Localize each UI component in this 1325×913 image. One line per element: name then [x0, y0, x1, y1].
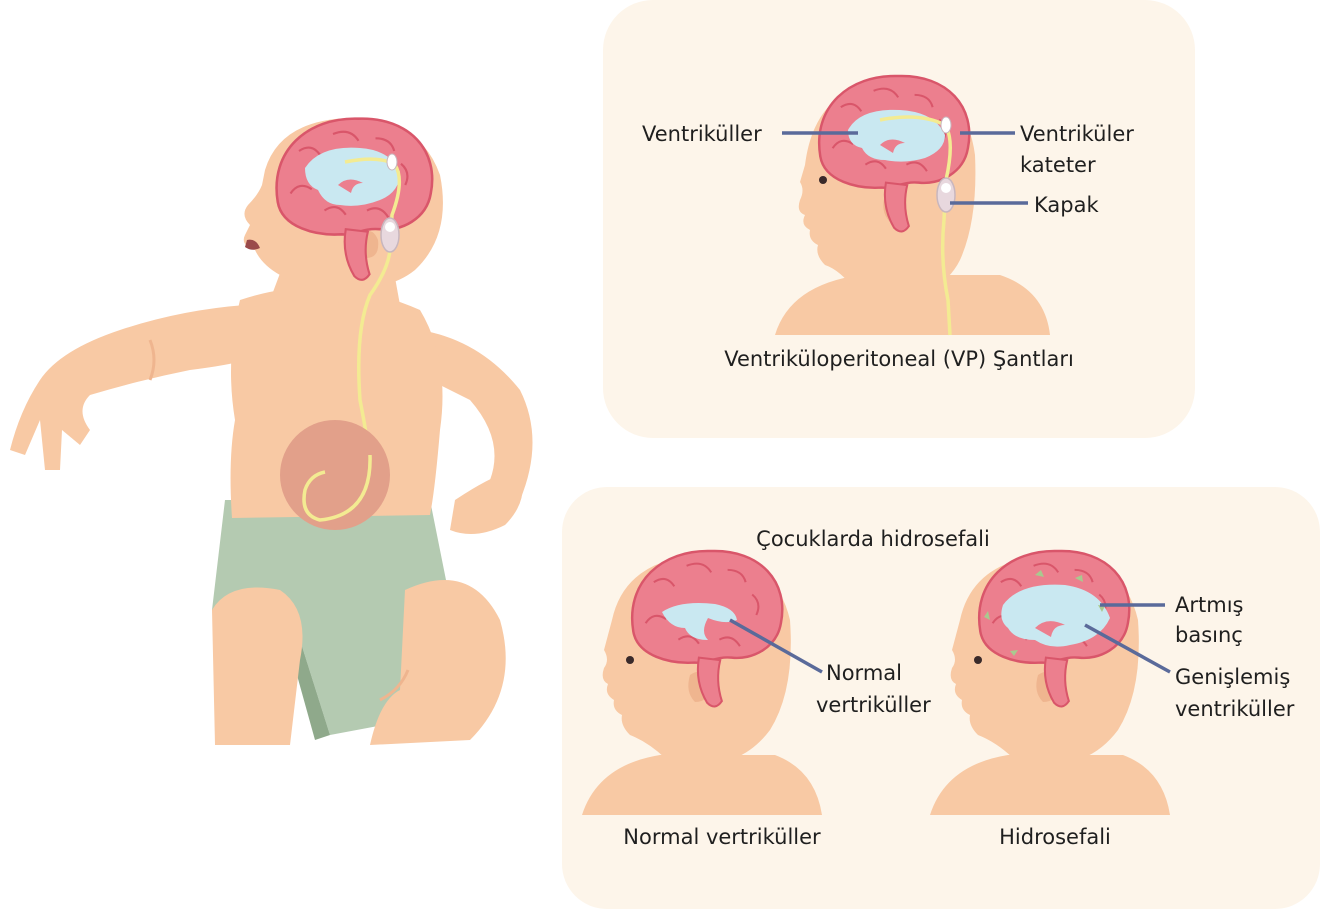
label-catheter-line1: Ventriküler: [1020, 122, 1134, 146]
baby-figure: [10, 118, 533, 745]
label-ventricles: Ventriküller: [642, 122, 762, 146]
baby-arm-left: [10, 305, 245, 470]
normal-label-line1: Normal: [826, 661, 902, 685]
label-valve: Kapak: [1034, 193, 1099, 217]
shunt-caption: Ventriküloperitoneal (VP) Şantları: [724, 347, 1074, 371]
hydro-caption: Hidrosefali: [999, 825, 1111, 849]
pressure-label-line2: basınç: [1175, 623, 1243, 647]
hydro-title: Çocuklarda hidrosefali: [756, 527, 990, 551]
baby-peritoneum: [280, 420, 390, 530]
enlarged-label-line1: Genişlemiş: [1175, 665, 1290, 689]
pressure-label-line1: Artmış: [1175, 593, 1243, 617]
normal-label-line2: vertriküller: [816, 693, 931, 717]
label-catheter-line2: kateter: [1020, 153, 1096, 177]
enlarged-label-line2: ventriküller: [1175, 697, 1295, 721]
baby-leg-left: [212, 588, 303, 746]
normal-caption: Normal vertriküller: [623, 825, 821, 849]
